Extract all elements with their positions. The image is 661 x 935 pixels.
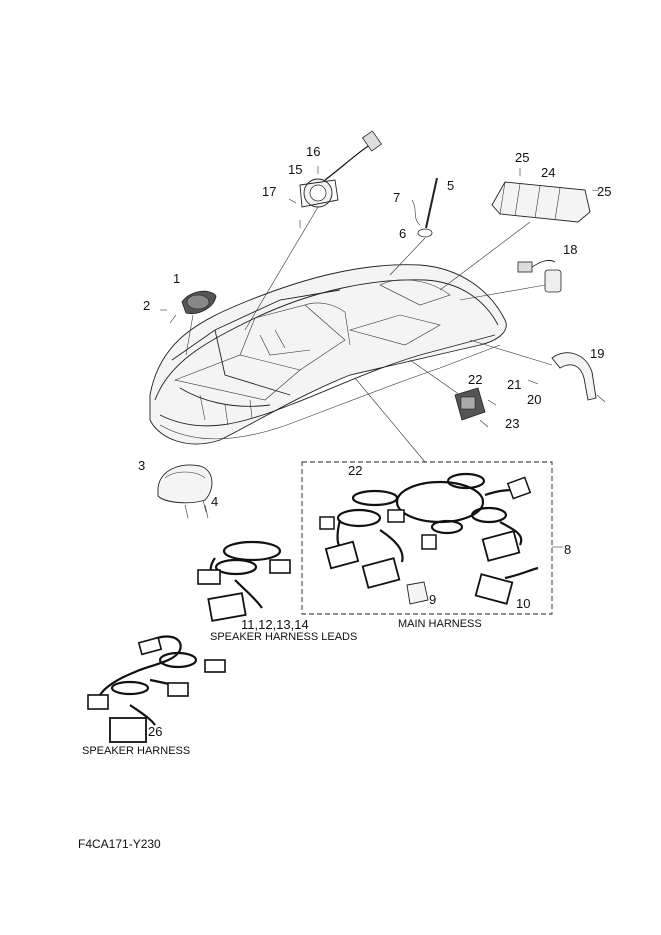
diagram-code: F4CA171-Y230 <box>78 837 161 851</box>
callout-10: 10 <box>516 596 530 611</box>
speaker-harness-illustration <box>87 635 226 743</box>
callout-25-left: 25 <box>515 150 529 165</box>
callout-24: 24 <box>541 165 555 180</box>
callout-3: 3 <box>138 458 145 473</box>
callout-21: 21 <box>507 377 521 392</box>
callout-8: 8 <box>564 542 571 557</box>
boat-hull-illustration <box>149 264 507 445</box>
speaker-harness-leads-illustration <box>197 540 291 622</box>
callout-26: 26 <box>148 724 162 739</box>
callout-5: 5 <box>447 178 454 193</box>
callout-17: 17 <box>262 184 276 199</box>
caption-speaker-harness: SPEAKER HARNESS <box>82 745 190 757</box>
caption-speaker-harness-leads: SPEAKER HARNESS LEADS <box>210 631 357 643</box>
clamp-part-19 <box>469 339 606 403</box>
speaker-cover-part-3 <box>157 464 213 519</box>
callout-22-lower: 22 <box>348 463 362 478</box>
callout-7: 7 <box>393 190 400 205</box>
callout-labels: 1 2 3 4 5 6 7 8 9 10 11,12,13,14 15 16 1… <box>138 144 611 739</box>
callout-19: 19 <box>590 346 604 361</box>
control-unit-part-24 <box>439 181 591 291</box>
leader-main-harness <box>354 377 426 463</box>
caption-main-harness: MAIN HARNESS <box>398 618 482 630</box>
callout-25-right: 25 <box>597 184 611 199</box>
hardware-screws <box>160 166 600 513</box>
callout-23: 23 <box>505 416 519 431</box>
callout-9: 9 <box>429 592 436 607</box>
bracket-part-15 <box>244 130 383 331</box>
callout-2: 2 <box>143 298 150 313</box>
callout-6: 6 <box>399 226 406 241</box>
speaker-part-1 <box>169 290 217 356</box>
sensor-part-18 <box>459 259 562 301</box>
callout-18: 18 <box>563 242 577 257</box>
callout-15: 15 <box>288 162 302 177</box>
antenna-part-5 <box>389 177 438 276</box>
callout-16: 16 <box>306 144 320 159</box>
callout-20: 20 <box>527 392 541 407</box>
callout-4: 4 <box>211 494 218 509</box>
callout-11-14: 11,12,13,14 <box>241 617 309 632</box>
callout-22-upper: 22 <box>468 372 482 387</box>
junction-part-22 <box>409 359 497 428</box>
main-harness-illustration <box>319 472 539 605</box>
callout-1: 1 <box>173 271 180 286</box>
main-harness-frame <box>301 461 553 615</box>
